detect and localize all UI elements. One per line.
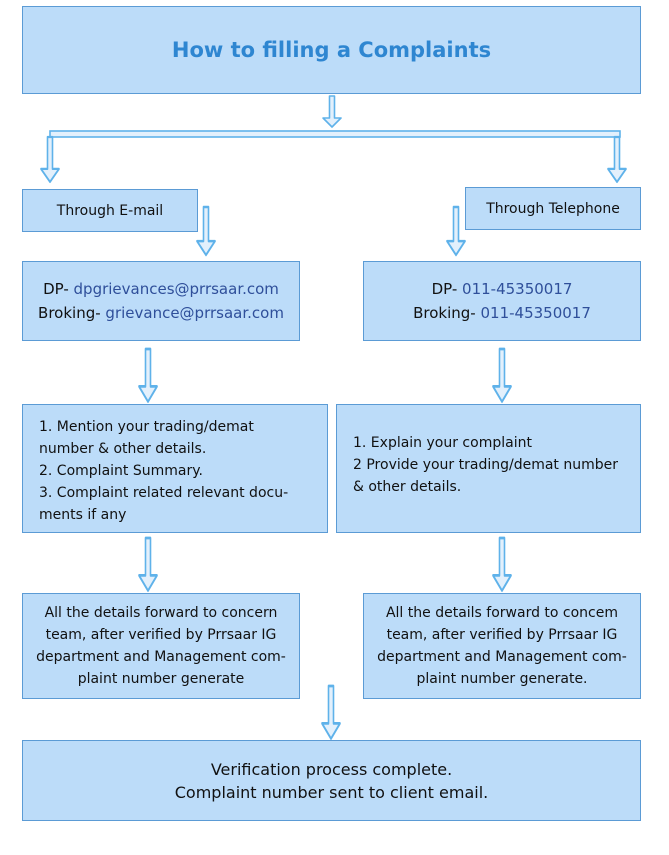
email-method-box: Through E-mail <box>22 189 198 232</box>
email-broking-address[interactable]: grievance@prrsaar.com <box>105 304 284 322</box>
email-step-line: 3. Complaint related relevant docu- <box>39 485 289 501</box>
branch-bar <box>49 130 621 138</box>
email-step-line: ments if any <box>39 507 127 523</box>
arrow-branch-to-phone <box>606 135 628 184</box>
phone-method-label: Through Telephone <box>486 200 620 217</box>
email-forward-box: All the details forward to concern team,… <box>22 593 300 699</box>
phone-forward-line: department and Management com- <box>377 649 627 665</box>
email-dp-address[interactable]: dpgrievances@prrsaar.com <box>73 280 279 298</box>
arrow-email-contacts-to-steps <box>137 347 159 404</box>
arrow-title-to-branch <box>322 95 342 128</box>
phone-step-line: 2 Provide your trading/demat number <box>353 457 618 473</box>
email-step-line: number & other details. <box>39 441 207 457</box>
final-line: Complaint number sent to client email. <box>174 782 489 802</box>
email-dp-line: DP- dpgrievances@prrsaar.com <box>43 277 279 301</box>
title-box: How to filling a Complaints <box>22 6 641 94</box>
phone-step-line: 1. Explain your complaint <box>353 435 532 451</box>
final-line: Verification process complete. <box>210 759 453 779</box>
email-forward-line: team, after verified by Prrsaar IG <box>45 627 277 643</box>
phone-forward-line: plaint number generate. <box>416 671 588 687</box>
phone-forward-box: All the details forward to concem team, … <box>363 593 641 699</box>
phone-broking-line: Broking- 011-45350017 <box>413 301 591 325</box>
email-broking-line: Broking- grievance@prrsaar.com <box>38 301 284 325</box>
email-contacts-box: DP- dpgrievances@prrsaar.com Broking- gr… <box>22 261 300 341</box>
email-broking-label: Broking- <box>38 304 101 322</box>
final-box: Verification process complete. Complaint… <box>22 740 641 821</box>
arrow-phone-contacts-to-steps <box>491 347 513 404</box>
phone-broking-label: Broking- <box>413 304 476 322</box>
phone-method-box: Through Telephone <box>465 187 641 230</box>
arrow-to-final <box>320 684 342 741</box>
phone-broking-number[interactable]: 011-45350017 <box>480 304 591 322</box>
email-method-label: Through E-mail <box>56 202 164 219</box>
phone-steps-box: 1. Explain your complaint 2 Provide your… <box>336 404 641 533</box>
page-title: How to filling a Complaints <box>171 38 492 62</box>
arrow-phone-to-contacts <box>445 205 467 257</box>
email-step-line: 1. Mention your trading/demat <box>39 419 254 435</box>
phone-forward-line: team, after verified by Prrsaar IG <box>386 627 618 643</box>
email-dp-label: DP- <box>43 280 69 298</box>
arrow-branch-to-email <box>39 135 61 184</box>
phone-dp-line: DP- 011-45350017 <box>432 277 573 301</box>
email-step-line: 2. Complaint Summary. <box>39 463 203 479</box>
arrow-email-steps-to-forward <box>137 536 159 593</box>
phone-forward-line: All the details forward to concem <box>385 605 619 621</box>
arrow-phone-steps-to-forward <box>491 536 513 593</box>
email-steps-box: 1. Mention your trading/demat number & o… <box>22 404 328 533</box>
phone-contacts-box: DP- 011-45350017 Broking- 011-45350017 <box>363 261 641 341</box>
arrow-email-to-contacts <box>195 205 217 257</box>
email-forward-line: plaint number generate <box>77 671 245 687</box>
phone-dp-number[interactable]: 011-45350017 <box>462 280 573 298</box>
phone-step-line: & other details. <box>353 479 462 495</box>
email-forward-line: department and Management com- <box>36 649 286 665</box>
phone-dp-label: DP- <box>431 280 458 298</box>
email-forward-line: All the details forward to concern <box>44 605 278 621</box>
